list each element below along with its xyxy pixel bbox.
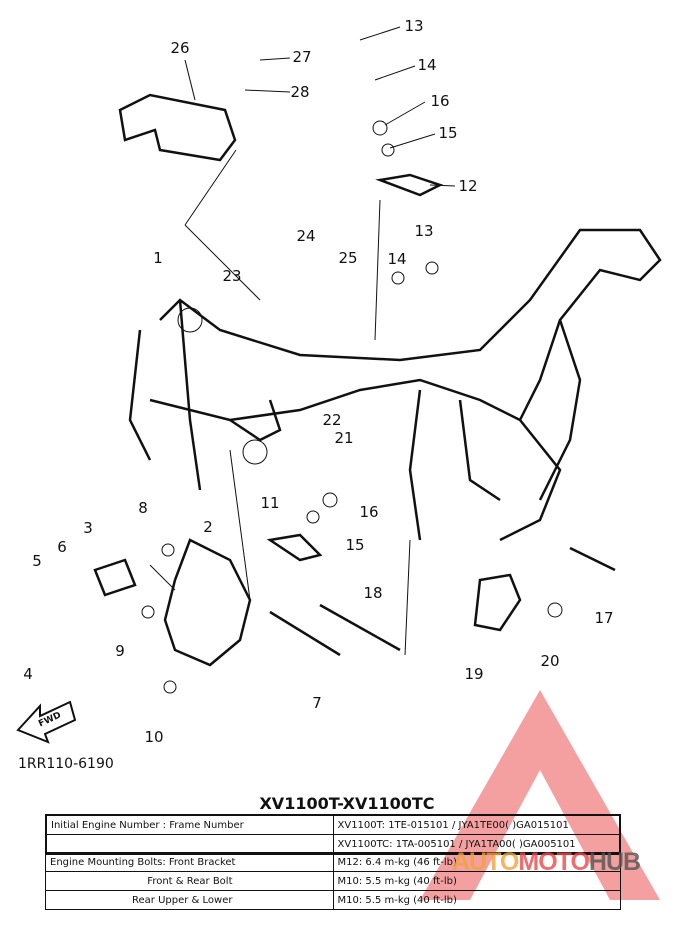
callout-3: 3: [83, 519, 93, 537]
callout-8: 8: [138, 499, 148, 517]
callout-5: 5: [32, 552, 42, 570]
bolt-value: M10: 5.5 m-kg (40 ft-lb): [332, 890, 621, 910]
callout-13: 13: [404, 17, 424, 35]
callout-2: 2: [203, 518, 213, 536]
leader-lines: [141, 26, 563, 694]
watermark-logo: AUTOMOTOHUB: [452, 848, 641, 876]
callout-15b: 15: [345, 536, 365, 554]
callout-27: 27: [292, 48, 312, 66]
callout-16b: 16: [359, 503, 379, 521]
drawing-code: 1RR110-6190: [18, 756, 114, 772]
bolt-label: Engine Mounting Bolts: Front Bracket: [45, 852, 334, 872]
callout-12: 12: [458, 177, 478, 195]
callout-22: 22: [322, 411, 342, 429]
callout-1: 1: [153, 249, 163, 267]
callout-4: 4: [23, 665, 33, 683]
callout-25: 25: [338, 249, 358, 267]
fwd-arrow-icon: [16, 700, 77, 744]
callout-9: 9: [115, 642, 125, 660]
callout-18: 18: [363, 584, 383, 602]
callout-28: 28: [290, 83, 310, 101]
bolt-label: Rear Upper & Lower: [45, 890, 334, 910]
callout-23: 23: [222, 267, 242, 285]
callout-11: 11: [260, 494, 280, 512]
callout-16: 16: [430, 92, 450, 110]
callout-14b: 14: [387, 250, 407, 268]
callout-21: 21: [334, 429, 354, 447]
callout-14: 14: [417, 56, 437, 74]
callout-13b: 13: [414, 222, 434, 240]
callout-24: 24: [296, 227, 316, 245]
callout-19: 19: [464, 665, 484, 683]
spec-title: XV1100T-XV1100TC: [259, 794, 435, 813]
engine-frame-label: Initial Engine Number : Frame Number: [45, 814, 334, 835]
callout-17: 17: [594, 609, 614, 627]
callout-15: 15: [438, 124, 458, 142]
callout-7: 7: [312, 694, 322, 712]
callout-6: 6: [57, 538, 67, 556]
callout-10: 10: [144, 728, 164, 746]
engine-frame-row-1: XV1100T: 1TE-015101 / JYA1TE00( )GA01510…: [332, 814, 621, 835]
frame-drawing: [93, 93, 662, 667]
callout-26: 26: [170, 39, 190, 57]
bolt-label: Front & Rear Bolt: [45, 871, 334, 891]
callout-20: 20: [540, 652, 560, 670]
bolt-torque-table: Engine Mounting Bolts: Front Bracket M12…: [45, 852, 621, 910]
